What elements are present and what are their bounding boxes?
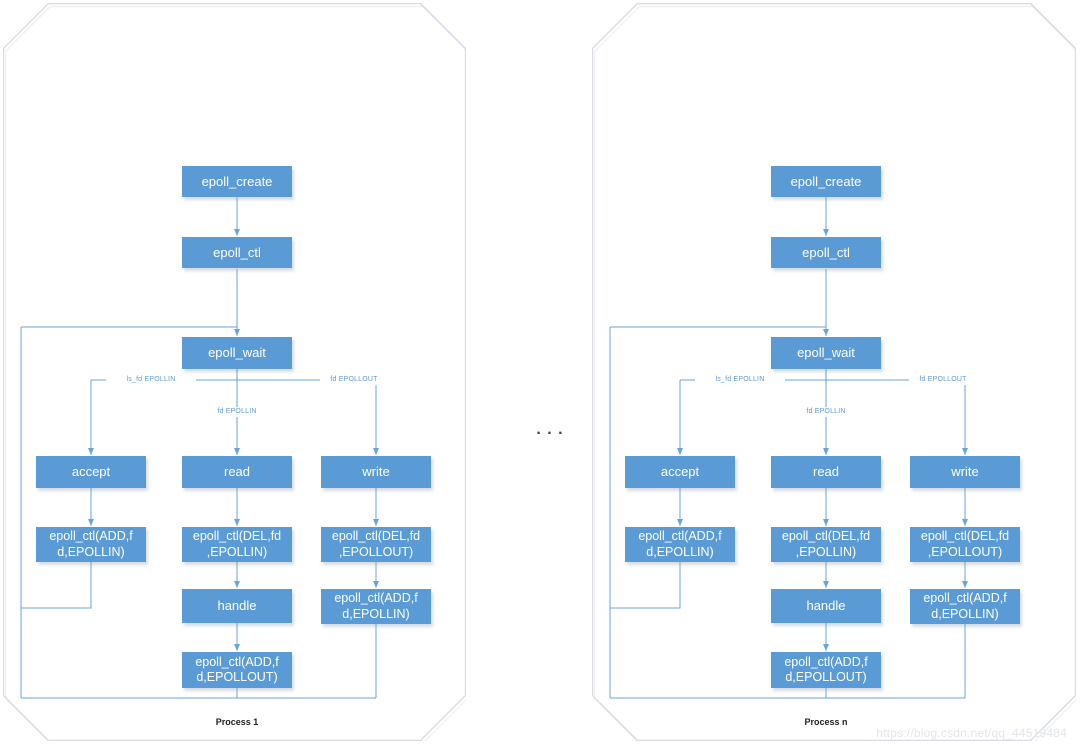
edge-label-read: fd EPOLLIN	[209, 407, 265, 417]
edge-label-read: fd EPOLLIN	[798, 407, 854, 417]
node-read-epoll-ctl: epoll_ctl(DEL,fd ,EPOLLIN)	[182, 527, 292, 562]
watermark-text: https://blog.csdn.net/qq_44519484	[876, 726, 1067, 740]
edge-label-write: fd EPOLLOUT	[909, 375, 977, 385]
node-handle: handle	[771, 589, 881, 623]
processes-ellipsis: . . .	[536, 421, 564, 438]
node-read-epoll-ctl: epoll_ctl(DEL,fd ,EPOLLIN)	[771, 527, 881, 562]
node-accept-epoll-ctl: epoll_ctl(ADD,f d,EPOLLIN)	[36, 527, 146, 562]
node-epoll-create: epoll_create	[771, 166, 881, 197]
node-epoll-wait: epoll_wait	[182, 337, 292, 369]
node-write: write	[321, 456, 431, 488]
node-read: read	[182, 456, 292, 488]
node-handle: handle	[182, 589, 292, 623]
node-epoll-create: epoll_create	[182, 166, 292, 197]
edge-label-listen: ls_fd EPOLLIN	[695, 375, 785, 385]
node-handle-epoll-ctl: epoll_ctl(ADD,f d,EPOLLOUT)	[771, 652, 881, 688]
node-write-epoll-ctl: epoll_ctl(DEL,fd ,EPOLLOUT)	[321, 527, 431, 562]
process-frame-1: epoll_create epoll_ctl epoll_wait accept…	[3, 3, 466, 741]
node-epoll-wait: epoll_wait	[771, 337, 881, 369]
process-frame-n: epoll_create epoll_ctl epoll_wait accept…	[592, 3, 1076, 741]
process-n-label: Process n	[804, 717, 848, 727]
node-epoll-ctl: epoll_ctl	[182, 237, 292, 268]
octagon-frame	[3, 3, 466, 741]
node-write-epoll-ctl: epoll_ctl(DEL,fd ,EPOLLOUT)	[910, 527, 1020, 562]
process-1-label: Process 1	[215, 717, 259, 727]
node-write-add-epoll-ctl: epoll_ctl(ADD,f d,EPOLLIN)	[321, 589, 431, 624]
process-n-outline-connectors	[592, 3, 1076, 741]
node-accept: accept	[625, 456, 735, 488]
node-read: read	[771, 456, 881, 488]
node-epoll-ctl: epoll_ctl	[771, 237, 881, 268]
process-1-outline-connectors	[3, 3, 466, 741]
node-handle-epoll-ctl: epoll_ctl(ADD,f d,EPOLLOUT)	[182, 652, 292, 688]
node-write: write	[910, 456, 1020, 488]
edge-label-write: fd EPOLLOUT	[320, 375, 388, 385]
node-write-add-epoll-ctl: epoll_ctl(ADD,f d,EPOLLIN)	[910, 589, 1020, 624]
octagon-frame	[592, 3, 1076, 741]
node-accept: accept	[36, 456, 146, 488]
edge-label-listen: ls_fd EPOLLIN	[106, 375, 196, 385]
node-accept-epoll-ctl: epoll_ctl(ADD,f d,EPOLLIN)	[625, 527, 735, 562]
